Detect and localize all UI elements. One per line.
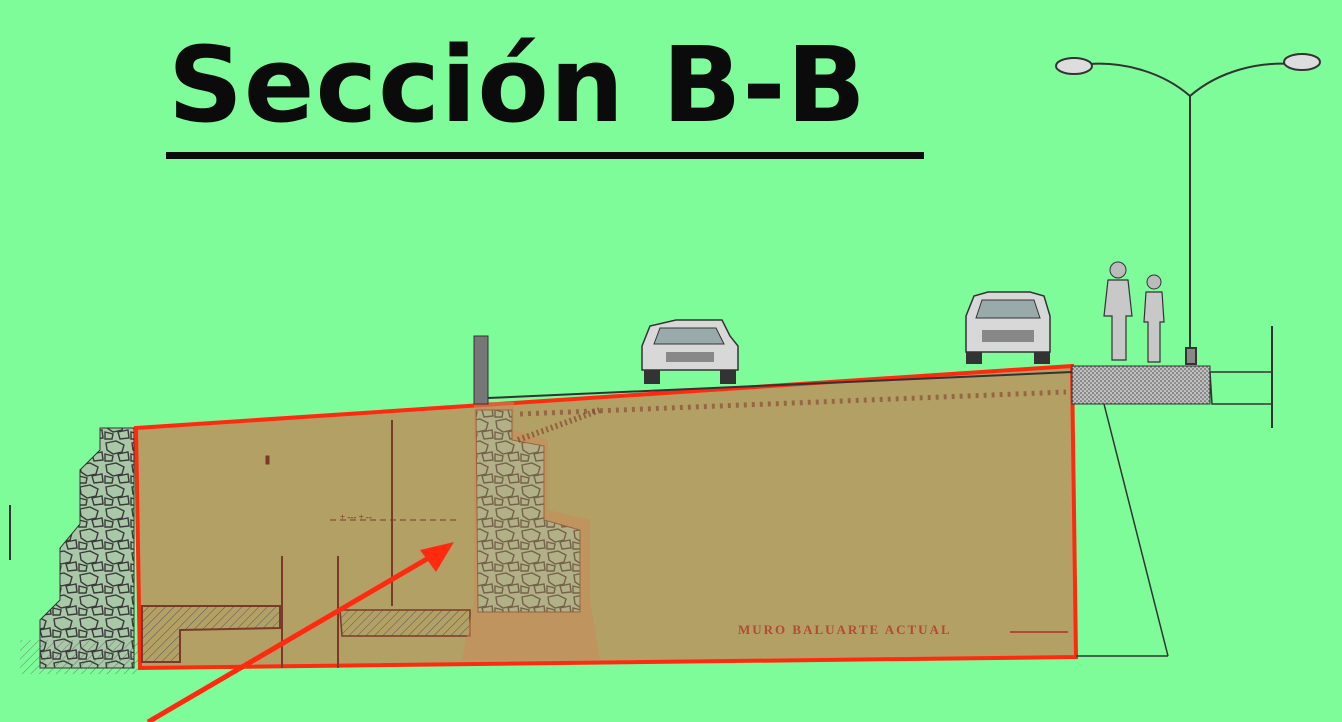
car-icon bbox=[965, 291, 1051, 364]
car-icon bbox=[641, 319, 739, 384]
road-surface bbox=[487, 371, 1073, 399]
wall-label: MURO BALUARTE ACTUAL bbox=[738, 622, 952, 637]
pedestrian-icon bbox=[1103, 261, 1165, 363]
left-masonry-wall bbox=[9, 427, 140, 674]
wall-label-leader bbox=[1010, 631, 1068, 633]
sidewalk bbox=[1071, 326, 1273, 657]
title-underline bbox=[166, 152, 924, 159]
arrow-pointer bbox=[146, 542, 454, 722]
dimension-label: + --- + -- bbox=[340, 512, 372, 522]
foundation-channel bbox=[141, 420, 471, 668]
street-lamp-icon bbox=[1055, 53, 1321, 365]
central-retaining-wall bbox=[462, 335, 602, 660]
page-title: Sección B-B bbox=[168, 24, 867, 146]
